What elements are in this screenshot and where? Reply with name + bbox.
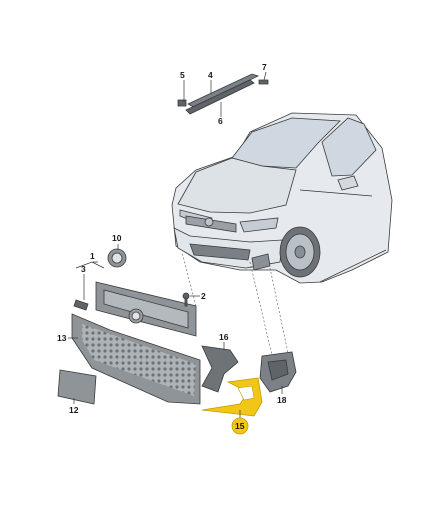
callout-15-badge	[231, 417, 249, 435]
callout-7: 7	[262, 62, 267, 72]
screw-part	[182, 292, 190, 307]
bracket-18	[259, 351, 297, 393]
callouts: 5 4 7 6 10 1 3 2 13 16 18 12 15	[57, 62, 287, 435]
callout-15: 15	[235, 421, 245, 431]
highlighted-trim-part	[201, 377, 263, 417]
callout-16: 16	[219, 332, 229, 342]
emblem-part	[107, 248, 127, 268]
callout-2: 2	[201, 291, 206, 301]
callout-3: 3	[81, 264, 86, 274]
callout-13: 13	[57, 333, 67, 343]
callout-18: 18	[277, 395, 287, 405]
license-plate-bracket	[57, 369, 97, 405]
car-illustration	[171, 112, 393, 284]
callout-10: 10	[112, 233, 122, 243]
callout-4: 4	[208, 70, 213, 80]
leader-lines	[68, 71, 283, 420]
placement-lines	[181, 251, 289, 356]
lower-grille	[71, 313, 201, 405]
clip-part	[73, 299, 89, 311]
upper-grille	[95, 281, 197, 337]
roof-trim-strip	[177, 73, 269, 115]
callout-12: 12	[69, 405, 79, 415]
bracket-16	[201, 345, 239, 393]
callout-6: 6	[218, 116, 223, 126]
callout-1: 1	[90, 251, 95, 261]
callout-5: 5	[180, 70, 185, 80]
